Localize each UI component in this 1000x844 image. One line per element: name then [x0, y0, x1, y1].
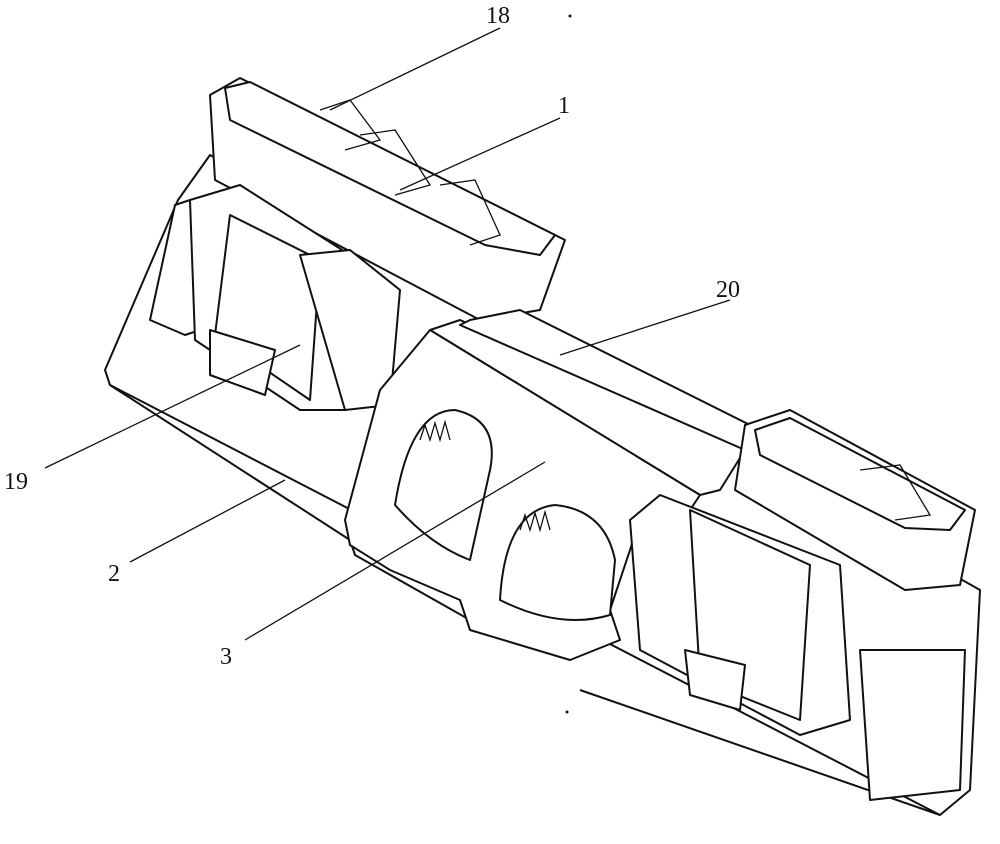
label-1: 1 [558, 94, 570, 118]
leader-2 [130, 480, 285, 562]
label-2: 2 [108, 562, 120, 586]
label-3: 3 [220, 645, 232, 669]
leader-1 [400, 118, 560, 190]
label-18: 18 [486, 4, 510, 28]
leader-20 [560, 300, 730, 355]
label-19: 19 [4, 470, 28, 494]
leader-18 [330, 28, 500, 110]
label-20: 20 [716, 278, 740, 302]
